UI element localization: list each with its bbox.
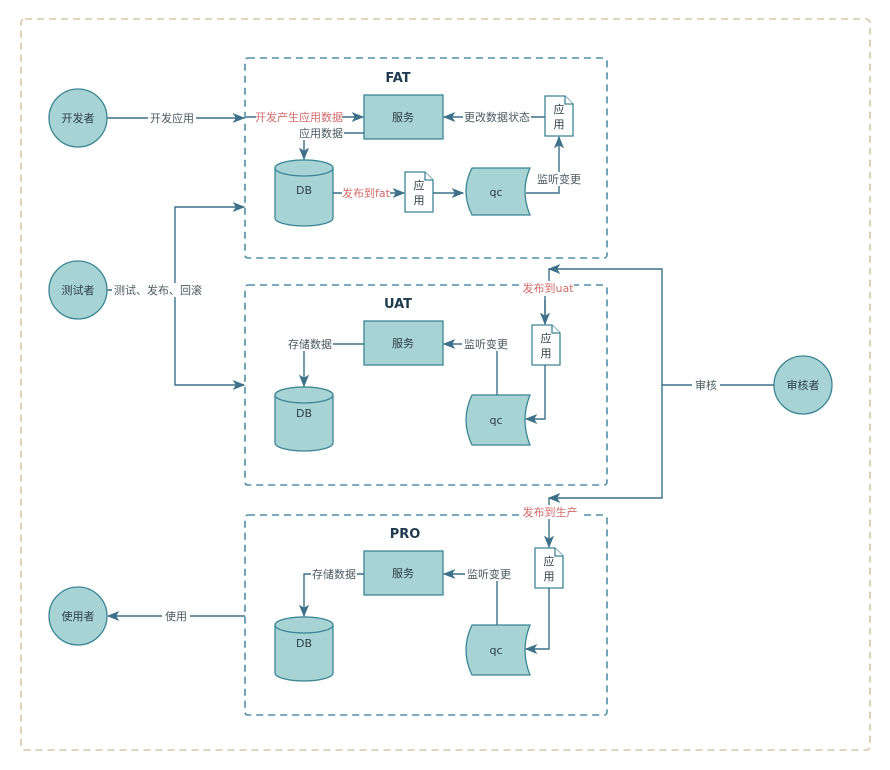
actor-tester[interactable]: 测试者 xyxy=(48,260,108,320)
fat-db[interactable]: DB xyxy=(274,159,334,227)
pro-db-top xyxy=(274,616,334,634)
uat-app-doc[interactable]: 应 用 xyxy=(531,324,561,366)
pro-qc-label: qc xyxy=(489,644,502,657)
uat-app-doc-fold xyxy=(551,325,560,334)
pro-app-doc-fold xyxy=(554,548,563,557)
uat-edge-doc-to-qc xyxy=(524,365,546,425)
pro-db[interactable]: DB xyxy=(274,616,334,682)
edge-develop-app-label: 开发应用 xyxy=(150,111,194,125)
edge-test-publish-rollback-label: 测试、发布、回滚 xyxy=(114,283,202,297)
fat-service[interactable]: 服务 xyxy=(363,94,444,140)
edge-use-label: 使用 xyxy=(165,610,187,623)
uat-app-doc-label-top: 应 xyxy=(541,331,552,345)
env-fat-title: FAT xyxy=(385,71,410,86)
env-fat: FAT xyxy=(244,57,608,259)
pro-qc[interactable]: qc xyxy=(465,624,531,676)
pro-app-doc-label-bottom: 用 xyxy=(544,570,555,583)
pro-edge-store-label: 存储数据 xyxy=(312,567,356,581)
pro-edge-listen-label: 监听变更 xyxy=(467,567,511,581)
actor-reviewer-label: 审核者 xyxy=(787,378,820,392)
fat-edge-change-state-label: 更改数据状态 xyxy=(464,110,530,124)
env-fat-border xyxy=(244,57,608,259)
edge-review-uat xyxy=(547,263,663,385)
env-pro-border xyxy=(244,514,608,716)
pro-edge-publish-label: 发布到生产 xyxy=(523,505,578,519)
fat-qc-shape xyxy=(465,167,531,216)
env-uat: UAT xyxy=(244,284,608,486)
uat-service-label: 服务 xyxy=(392,337,414,350)
fat-edge-listen-label: 监听变更 xyxy=(537,172,581,186)
uat-edge-listen xyxy=(442,338,498,395)
uat-service-box xyxy=(363,320,444,366)
actor-developer[interactable]: 开发者 xyxy=(48,88,108,148)
pro-app-doc-label-top: 应 xyxy=(544,554,555,568)
pro-qc-shape xyxy=(465,624,531,676)
fat-app-doc[interactable]: 应 用 xyxy=(404,171,434,213)
fat-edge-dev-data-label: 开发产生应用数据 xyxy=(255,110,343,124)
env-uat-title: UAT xyxy=(384,297,412,312)
uat-db-top xyxy=(274,386,334,404)
fat-db-top xyxy=(274,159,334,177)
fat-edge-listen xyxy=(526,135,565,194)
actor-user[interactable]: 使用者 xyxy=(48,586,108,646)
fat-db-label: DB xyxy=(296,184,312,197)
uat-service[interactable]: 服务 xyxy=(363,320,444,366)
pro-edge-doc-to-qc xyxy=(524,588,550,655)
uat-qc[interactable]: qc xyxy=(465,394,531,446)
edge-tester-uat xyxy=(174,290,246,391)
outer-frame xyxy=(20,18,871,751)
fat-app-doc-2[interactable]: 应 用 xyxy=(544,95,574,137)
pro-app-doc[interactable]: 应 用 xyxy=(534,547,564,589)
pro-service-label: 服务 xyxy=(392,567,414,580)
pro-db-label: DB xyxy=(296,637,312,650)
fat-app-doc-label-top: 应 xyxy=(414,178,425,192)
fat-app-doc-2-label-bottom: 用 xyxy=(554,118,565,131)
actor-user-label: 使用者 xyxy=(62,610,95,623)
uat-edge-publish-label: 发布到uat xyxy=(522,281,574,295)
edge-tester-fat xyxy=(174,201,246,290)
uat-db-label: DB xyxy=(296,407,312,420)
fat-qc[interactable]: qc xyxy=(465,167,531,216)
fat-app-doc-label-bottom: 用 xyxy=(414,194,425,207)
uat-app-doc-label-bottom: 用 xyxy=(541,347,552,360)
pro-service[interactable]: 服务 xyxy=(363,550,444,596)
env-uat-border xyxy=(244,284,608,486)
actor-reviewer[interactable]: 审核者 xyxy=(773,355,833,415)
actor-developer-label: 开发者 xyxy=(62,111,95,125)
fat-app-doc-2-fold xyxy=(564,96,573,105)
edge-review-label: 审核 xyxy=(695,378,717,392)
fat-edge-publish-label: 发布到fat xyxy=(342,186,391,200)
fat-qc-label: qc xyxy=(489,186,502,199)
actor-tester-label: 测试者 xyxy=(62,284,95,297)
env-pro: PRO xyxy=(244,514,608,716)
fat-service-box xyxy=(363,94,444,140)
fat-app-doc-2-shape xyxy=(544,95,574,137)
pro-edge-listen xyxy=(442,568,498,625)
fat-edge-app-data-label: 应用数据 xyxy=(299,126,343,140)
fat-app-doc-fold xyxy=(424,172,433,181)
uat-db[interactable]: DB xyxy=(274,386,334,452)
edge-review-pro xyxy=(547,385,663,504)
fat-app-doc-shape xyxy=(404,171,434,213)
uat-qc-shape xyxy=(465,394,531,446)
uat-edge-store-label: 存储数据 xyxy=(288,337,332,351)
fat-app-doc-2-label-top: 应 xyxy=(554,102,565,116)
env-pro-title: PRO xyxy=(390,527,421,542)
uat-edge-listen-label: 监听变更 xyxy=(464,337,508,351)
uat-qc-label: qc xyxy=(489,414,502,427)
fat-service-label: 服务 xyxy=(392,111,414,124)
